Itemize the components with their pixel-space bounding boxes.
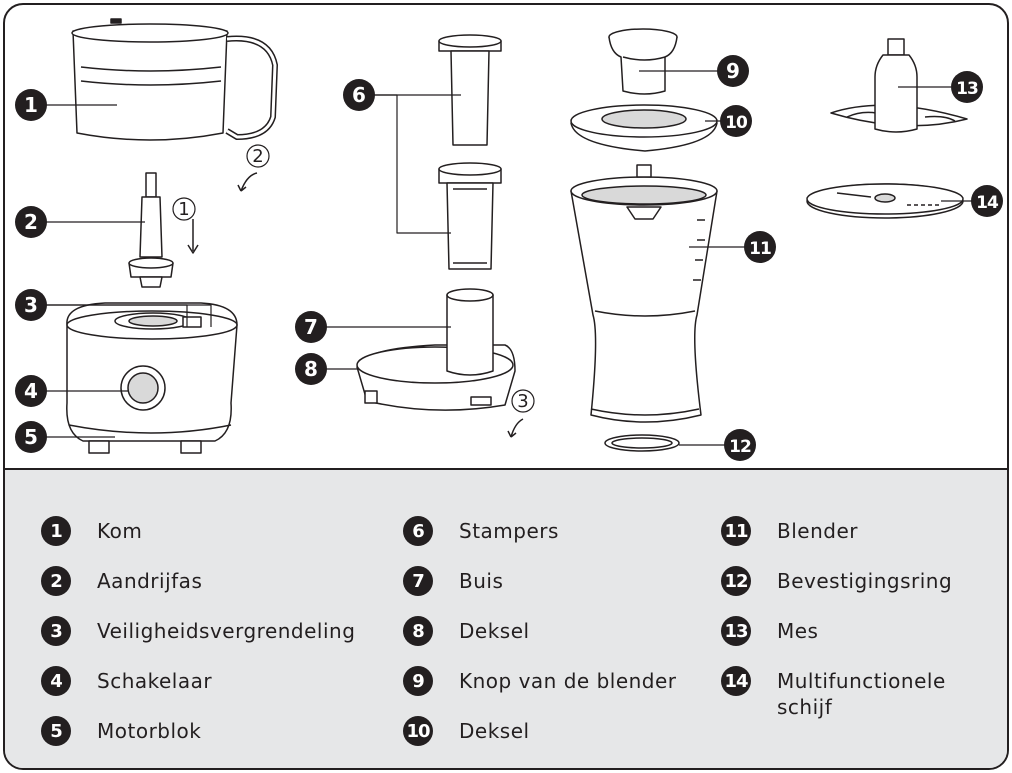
- callout-number: 12: [729, 437, 751, 457]
- legend-label: Schakelaar: [97, 669, 213, 693]
- legend-label: Deksel: [459, 719, 530, 743]
- lid-with-tube-part: [356, 288, 516, 411]
- blender-lid-part: [570, 104, 718, 152]
- step-circle-3: [511, 389, 535, 413]
- callout-badge-2: 2: [15, 206, 47, 238]
- callout-number: 14: [976, 193, 999, 213]
- leader-lines: [43, 70, 973, 446]
- callout-number: 3: [24, 293, 38, 317]
- legend-label: Veiligheidsvergrendeling: [97, 619, 356, 643]
- callout-number: 11: [749, 239, 771, 259]
- blender-knob-part: [608, 28, 678, 95]
- legend-label: Knop van de blender: [459, 669, 677, 693]
- legend-label: Multifunctionele schijf: [777, 669, 946, 719]
- legend-number-badge: 6: [403, 516, 433, 546]
- callout-number: 9: [726, 59, 740, 83]
- legend-number-badge: 5: [41, 716, 71, 746]
- legend-label: Mes: [777, 619, 819, 643]
- step-label-b: 1: [178, 199, 189, 220]
- legend-number-badge: 4: [41, 666, 71, 696]
- legend-label: Buis: [459, 569, 504, 593]
- step-circle-1: [172, 197, 196, 221]
- callout-badge-11: 11: [744, 231, 776, 263]
- callout-badge-12: 12: [724, 429, 756, 461]
- callout-badge-10: 10: [720, 105, 752, 137]
- callout-badge-14: 14: [971, 185, 1003, 217]
- legend-number-badge: 14: [721, 666, 751, 696]
- legend-number-badge: 12: [721, 566, 751, 596]
- bowl-part: [71, 18, 278, 141]
- blade-part: [830, 38, 968, 133]
- drive-shaft-part: [128, 172, 174, 288]
- step-label-c: 3: [517, 391, 528, 412]
- callout-badge-13: 13: [951, 71, 983, 103]
- callout-badge-8: 8: [295, 353, 327, 385]
- callout-badge-7: 7: [295, 311, 327, 343]
- parts-legend: 1 Kom 2 Aandrijfas 3 Veiligheidsvergrend…: [5, 468, 1007, 768]
- legend-number-badge: 2: [41, 566, 71, 596]
- legend-number-badge: 3: [41, 616, 71, 646]
- callout-number: 7: [304, 315, 318, 339]
- callout-number: 5: [24, 425, 38, 449]
- legend-label: Kom: [97, 519, 143, 543]
- legend-label: Deksel: [459, 619, 530, 643]
- pushers-part: [438, 34, 502, 270]
- callout-badge-9: 9: [717, 55, 749, 87]
- fixing-ring-part: [604, 434, 680, 452]
- callout-badge-6: 6: [343, 79, 375, 111]
- legend-label: Stampers: [459, 519, 559, 543]
- legend-number-badge: 8: [403, 616, 433, 646]
- step-arrows: [187, 172, 524, 438]
- callout-badge-5: 5: [15, 421, 47, 453]
- callout-number: 4: [24, 379, 38, 403]
- legend-number-badge: 7: [403, 566, 433, 596]
- legend-number-badge: 10: [403, 716, 433, 746]
- callout-badge-1: 1: [15, 89, 47, 121]
- legend-number-badge: 13: [721, 616, 751, 646]
- callout-number: 13: [956, 79, 978, 99]
- callout-number: 6: [352, 83, 366, 107]
- legend-label: Aandrijfas: [97, 569, 203, 593]
- callout-number: 1: [24, 93, 38, 117]
- legend-number-badge: 11: [721, 516, 751, 546]
- legend-number-badge: 9: [403, 666, 433, 696]
- callout-number: 2: [24, 210, 38, 234]
- callout-number: 8: [304, 357, 318, 381]
- motor-base-part: [66, 302, 238, 454]
- step-label-a: 2: [252, 146, 263, 167]
- callout-badge-3: 3: [15, 289, 47, 321]
- blender-jug-part: [570, 164, 718, 423]
- callout-number: 10: [725, 113, 748, 133]
- legend-number-badge: 1: [41, 516, 71, 546]
- legend-label: Motorblok: [97, 719, 202, 743]
- step-circle-2: [246, 144, 270, 168]
- legend-label: Blender: [777, 519, 858, 543]
- callout-badge-4: 4: [15, 375, 47, 407]
- multifunction-disc-part: [806, 183, 964, 219]
- legend-label: Bevestigingsring: [777, 569, 953, 593]
